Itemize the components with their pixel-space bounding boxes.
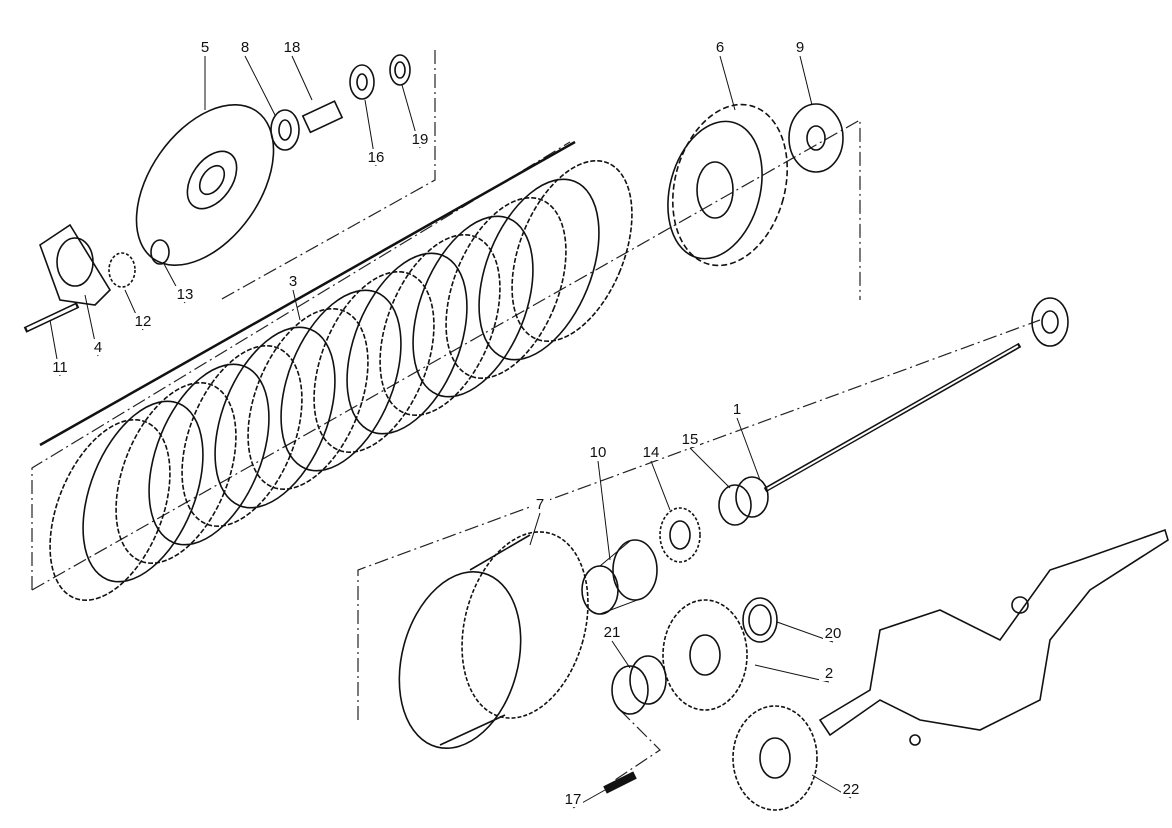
callout-background [641,444,661,460]
steel-plate [82,400,204,583]
callout-background [841,781,861,797]
friction-plate [49,418,171,602]
leader-line [754,664,830,683]
pushrod-1 [763,342,1022,493]
callout-background [710,39,730,55]
washer-19 [389,54,411,86]
assembly-guide-lines [31,50,1041,781]
friction-plate [247,307,369,491]
gear-2 [662,599,748,711]
leader-line [597,460,611,561]
callout-background [50,359,70,375]
spring-12 [108,252,136,288]
callout-22: 22 [843,781,860,798]
callout-13: 13 [177,286,194,303]
leader-line [292,289,301,321]
callout-19: 19 [412,131,429,148]
friction-plate [181,344,303,528]
bolt-17 [603,771,637,794]
callout-background [602,624,622,640]
bushing-15 [718,476,769,526]
leader-line [291,55,313,101]
friction-plate [445,196,567,380]
release-bearing [1031,297,1069,347]
steel-plate [478,178,600,361]
callout-background [283,273,303,289]
callout-background [530,496,550,512]
bearing-8 [270,109,300,151]
nut-16 [349,64,375,100]
callout-background [366,149,386,165]
callout-7: 7 [536,496,544,513]
callout-15: 15 [682,431,699,448]
callout-6: 6 [716,39,724,56]
leader-line [611,640,631,669]
washer-9 [788,103,844,173]
steel-plate [346,252,468,435]
callout-background [790,39,810,55]
gear-22 [732,705,818,811]
callout-background [727,401,747,417]
friction-plate [115,381,237,565]
steel-plate [148,363,270,546]
bushing-21 [611,655,667,715]
washer-13 [150,239,170,265]
callout-background [133,313,153,329]
callout-background [588,444,608,460]
callout-background [823,625,843,641]
callout-8: 8 [241,39,249,56]
callout-background [282,39,302,55]
callout-background [410,131,430,147]
callout-17: 17 [565,791,582,808]
washer-20 [742,597,778,643]
callout-11: 11 [52,359,68,376]
leader-line [650,460,671,511]
leader-line [799,55,813,106]
callout-background [563,791,583,807]
callout-10: 10 [590,444,607,461]
bolt-11 [23,302,80,333]
callout-16: 16 [368,149,385,166]
leader-line [736,417,761,481]
callout-5: 5 [201,39,209,56]
crankshaft [818,528,1169,746]
friction-plate [511,159,633,343]
callout-18: 18 [284,39,301,56]
leader-line [244,55,276,116]
leader-line [529,512,541,546]
steel-plate [214,326,336,509]
callout-1: 1 [733,401,741,418]
steel-plate [412,215,534,398]
callout-background [235,39,255,55]
callout-background [88,339,108,355]
callout-background [175,286,195,302]
callout-3: 3 [289,273,297,290]
callout-12: 12 [135,313,152,330]
spacer-10 [581,539,658,615]
callout-4: 4 [94,339,102,356]
callout-2: 2 [825,665,833,682]
clutch-plate-stack [49,159,633,602]
callout-background [680,431,700,447]
callout-9: 9 [796,39,804,56]
callout-21: 21 [604,624,621,641]
leader-line [689,447,731,489]
callout-14: 14 [643,444,660,461]
bearing-14 [659,507,701,563]
plate-stack-rail [39,140,576,447]
leader-line [719,55,736,111]
clutch-housing-7 [398,531,589,750]
cover-plate-4 [39,223,112,306]
pushrod-head-18 [301,100,344,134]
steel-plate [280,289,402,472]
clutch-hub-6 [667,103,789,267]
callout-20: 20 [825,625,842,642]
callout-background [195,39,215,55]
callout-background [819,665,839,681]
